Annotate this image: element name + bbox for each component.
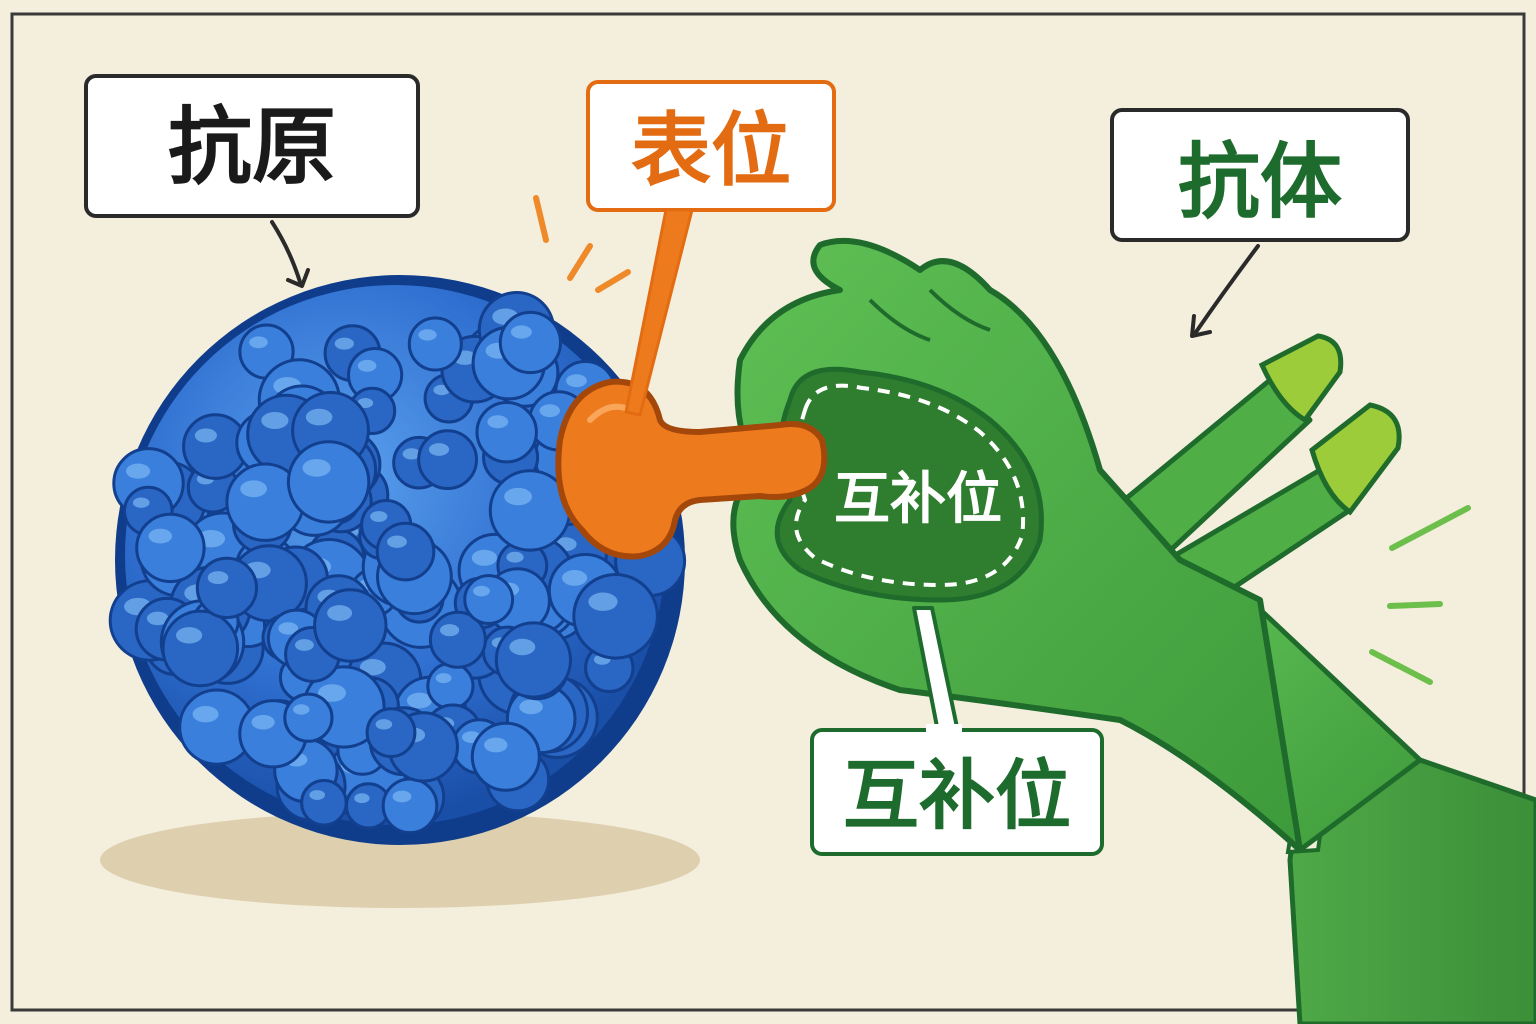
antigen-bump-highlight	[487, 415, 509, 429]
antigen-bump-highlight	[370, 511, 388, 522]
antigen-bump	[161, 609, 240, 688]
frame-border	[10, 12, 1526, 1012]
antigen-bump-highlight	[387, 535, 407, 548]
antigen-bump	[381, 777, 439, 835]
antigen-label-box: 抗原	[84, 74, 420, 218]
antigen-bump-highlight	[418, 329, 437, 341]
motion-lines-icon	[1369, 505, 1471, 685]
antigen-bump-highlight	[539, 404, 560, 418]
antibody-arrow-icon	[1190, 244, 1260, 338]
antibody-label: 抗体	[1178, 135, 1342, 230]
antigen-bump-highlight	[278, 622, 299, 635]
antigen-bump-highlight	[402, 448, 421, 460]
antigen-bump	[407, 316, 463, 372]
antigen-label: 抗原	[168, 98, 336, 196]
antigen-shadow	[100, 812, 700, 908]
antigen-bump-highlight	[126, 463, 151, 479]
antigen-bump-highlight	[261, 412, 289, 429]
antigen-bump	[365, 707, 417, 758]
antibody-hand-icon	[730, 237, 1536, 1024]
antigen-bump-highlight	[484, 737, 508, 753]
antigen-bump-highlight	[146, 611, 169, 626]
antigen-bump-highlight	[194, 428, 217, 443]
antigen-bump	[426, 661, 475, 711]
antigen-bump-highlight	[251, 714, 275, 730]
antigen-bump-highlight	[327, 605, 353, 621]
antigen-bump-highlight	[506, 551, 524, 563]
antigen-bump	[283, 692, 334, 743]
antigen-bump	[195, 556, 258, 620]
antigen-bump-highlight	[360, 659, 386, 676]
epitope-label-box: 表位	[586, 80, 836, 212]
antigen-bump-highlight	[309, 790, 326, 800]
antigen-bump	[475, 401, 538, 464]
antigen-bump-highlight	[473, 585, 490, 597]
paratope-label-box: 互补位	[810, 606, 1104, 856]
antigen-bump-highlight	[435, 673, 452, 684]
antigen-bump	[286, 440, 371, 524]
antigen-bump-highlight	[176, 627, 203, 644]
antigen-bump-highlight	[207, 571, 229, 585]
antigen-bump-highlight	[334, 337, 354, 350]
antigen-bump-highlight	[132, 497, 150, 508]
antigen-bump	[417, 429, 479, 491]
antigen-bump-highlight	[406, 692, 432, 709]
antigen-bump-highlight	[566, 374, 587, 388]
antigen-bump-highlight	[471, 549, 497, 566]
antigen-arrow-icon	[270, 220, 310, 288]
antigen-bump-highlight	[192, 706, 219, 723]
antigen-bump	[498, 310, 563, 375]
antigen-bump-highlight	[392, 790, 412, 803]
antigen-bump	[313, 588, 388, 663]
antigen-bump-highlight	[428, 443, 450, 456]
paratope-pocket-icon	[774, 366, 1044, 603]
antigen-bump-highlight	[240, 480, 267, 498]
antigen-bump	[494, 621, 573, 699]
antigen-bump-highlight	[509, 638, 536, 656]
antigen-bump	[375, 521, 436, 582]
antigen-bump-highlight	[357, 359, 377, 372]
antigen-bump-highlight	[302, 459, 331, 477]
antigen-bump-highlight	[357, 398, 374, 408]
epitope-pointer-icon	[624, 208, 694, 417]
antigen-bump-highlight	[588, 592, 618, 611]
antigen-bump-highlight	[318, 684, 346, 702]
paratope-inner-label: 互补位	[834, 467, 1002, 532]
epitope-label: 表位	[631, 104, 791, 197]
antigen-bump-highlight	[375, 719, 393, 730]
antigen-bump-highlight	[293, 704, 310, 715]
antigen-bump-highlight	[354, 793, 370, 804]
antigen-bump-highlight	[305, 408, 333, 426]
antigen-bump-highlight	[440, 624, 460, 637]
antigen-bump-highlight	[249, 336, 268, 349]
antigen-bump-highlight	[504, 487, 532, 506]
antigen-bump-highlight	[562, 570, 588, 586]
antigen-bump-highlight	[519, 699, 543, 715]
antigen-bump	[470, 721, 541, 792]
epitope-spark-icon	[533, 195, 631, 293]
antigen-bump	[135, 512, 206, 584]
antigen-bump-highlight	[510, 325, 532, 339]
antibody-label-box: 抗体	[1110, 108, 1410, 242]
antigen-bump	[300, 779, 348, 827]
antigen-bump	[572, 573, 659, 660]
antigen-bump-highlight	[148, 528, 173, 544]
antigen-bump	[463, 574, 515, 625]
paratope-label: 互补位	[843, 751, 1071, 840]
antigen-icon	[108, 275, 687, 845]
antigen-bump-highlight	[295, 639, 314, 651]
